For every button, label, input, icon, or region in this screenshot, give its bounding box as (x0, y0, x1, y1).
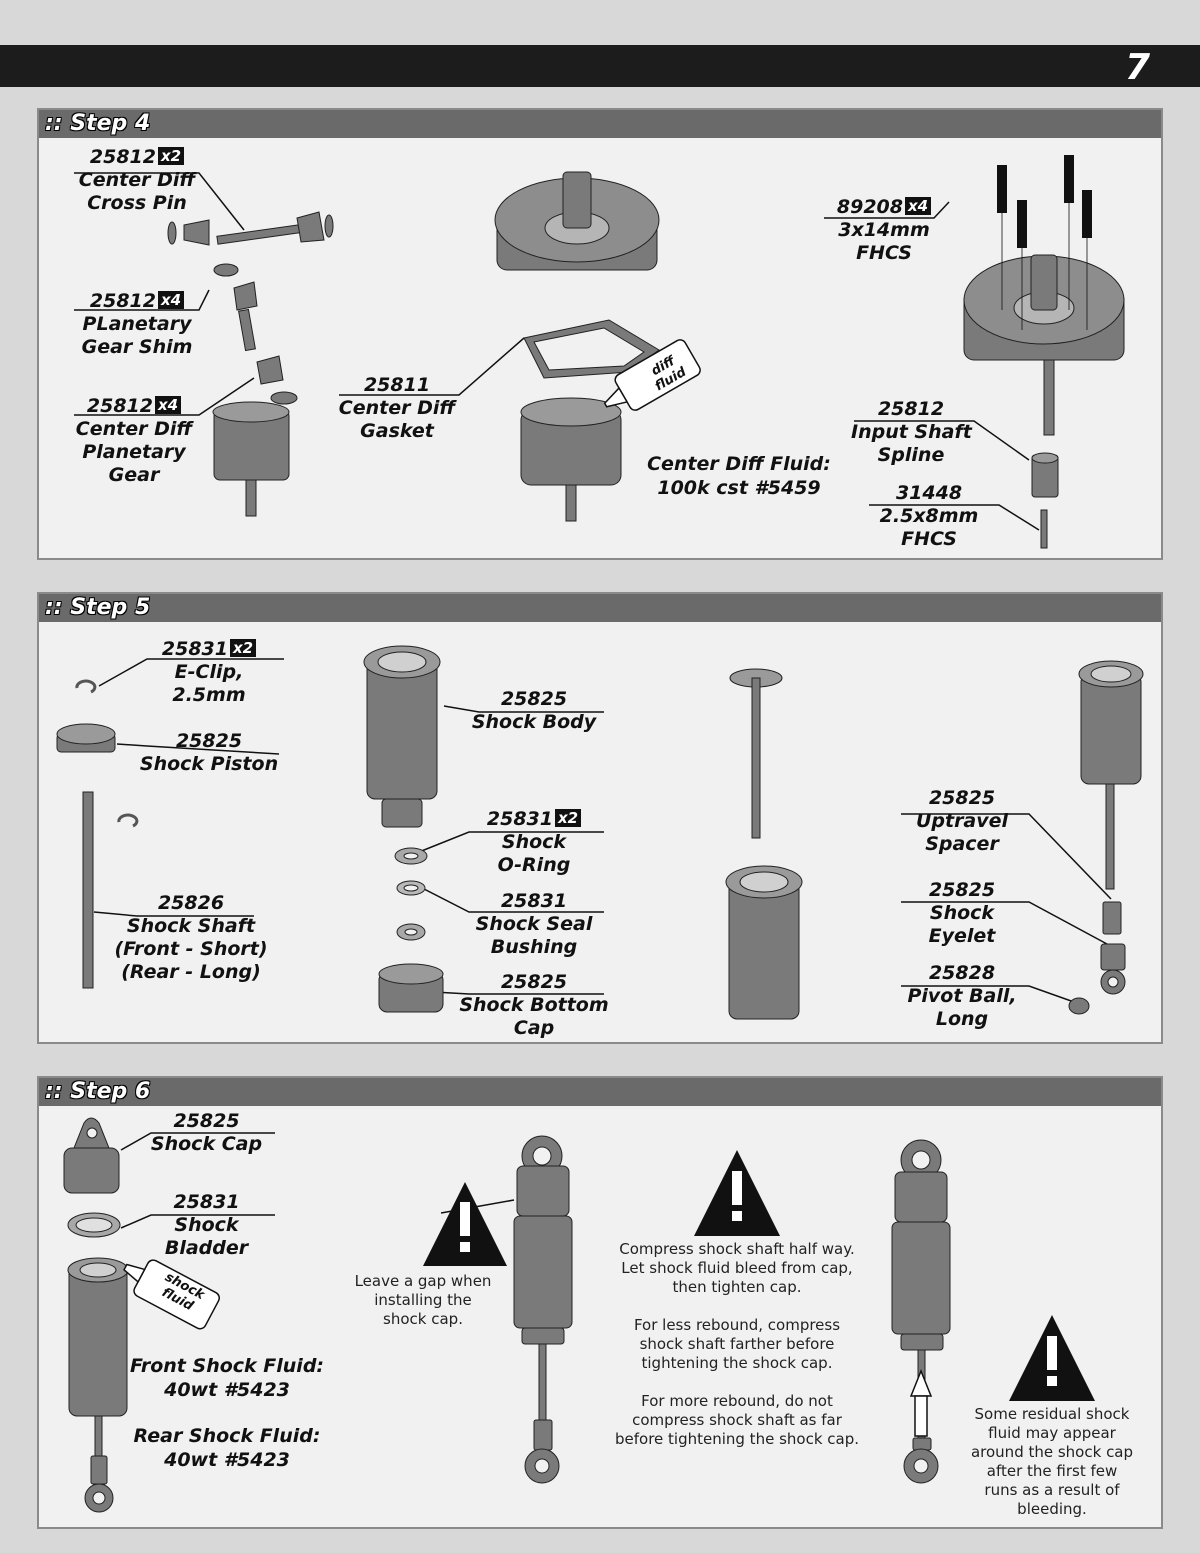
step-6-illustration (63, 1117, 1095, 1513)
step-6-header: :: Step 6 (39, 1078, 1161, 1106)
step-5-title: :: Step 5 (45, 595, 151, 620)
center-diff-fluid-note: Center Diff Fluid:100k cst #5459 (647, 453, 831, 499)
label-pivot-ball: 25828 Pivot Ball,Long (907, 962, 1017, 1030)
front-shock-fluid-note: Front Shock Fluid:40wt #5423 (129, 1355, 325, 1401)
step-5-header: :: Step 5 (39, 594, 1161, 622)
warning-icon (423, 1182, 507, 1266)
step-4-title: :: Step 4 (45, 111, 151, 136)
rear-shock-fluid-note: Rear Shock Fluid:40wt #5423 (133, 1425, 321, 1471)
step-4-illustration (74, 155, 1125, 549)
label-shock-piston: 25825 Shock Piston (139, 730, 279, 775)
warning-icon (1009, 1315, 1095, 1401)
step-4-panel: :: Step 4 (37, 108, 1163, 560)
page-number: 7 (1124, 47, 1150, 88)
step-5-panel: :: Step 5 (37, 592, 1163, 1044)
page-header-bar: 7 (0, 45, 1200, 88)
label-shock-shaft: 25826 Shock Shaft(Front - Short)(Rear - … (114, 892, 268, 983)
step-6-title: :: Step 6 (45, 1079, 151, 1104)
step-4-header: :: Step 4 (39, 110, 1161, 138)
label-shock-cap: 25825 Shock Cap (150, 1110, 263, 1155)
warning-icon (694, 1150, 780, 1236)
compress-note: Compress shock shaft half way.Let shock … (614, 1240, 859, 1448)
label-shock-body: 25825 Shock Body (471, 688, 597, 733)
step-6-panel: :: Step 6 (37, 1076, 1163, 1529)
step-5-illustration (56, 645, 1144, 1020)
